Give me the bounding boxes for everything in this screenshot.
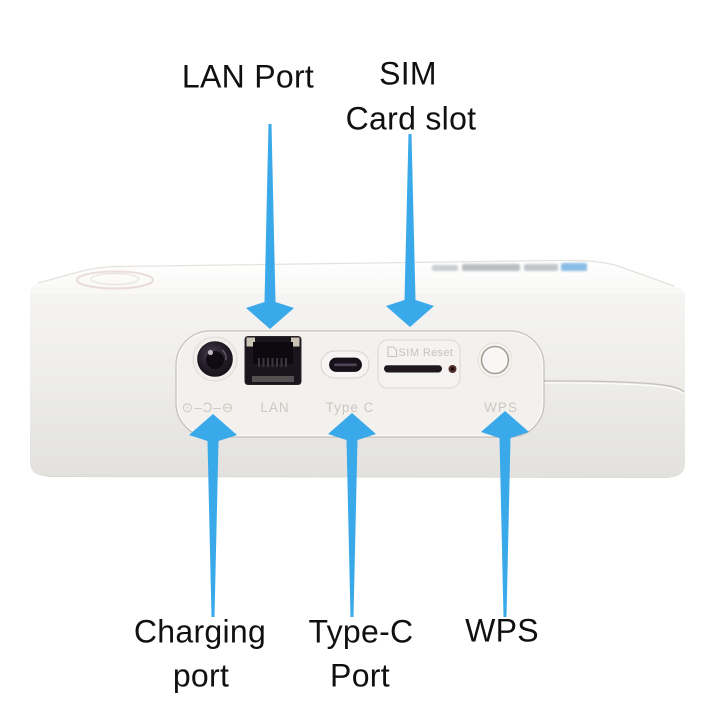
callout-arrows <box>189 124 529 617</box>
lan-engraving: LAN <box>260 400 289 415</box>
usb-type-c-port <box>320 350 370 379</box>
arrow-up-wps-icon <box>481 411 529 617</box>
rj45-lan-port <box>244 336 302 385</box>
side-seam <box>543 380 685 395</box>
brand-print <box>432 263 587 271</box>
arrow-down-sim-icon <box>386 134 434 327</box>
sim-engraving: SIM <box>398 347 419 359</box>
sim-callout-line2: Card slot <box>345 100 477 137</box>
dc-polarity-engraving: ⊙–Ɔ–⊖ <box>182 400 234 415</box>
dc-charging-jack <box>192 336 238 382</box>
wps-callout-label: WPS <box>465 612 539 649</box>
device-top-surface <box>29 259 685 300</box>
wps-button <box>477 342 513 378</box>
arrow-up-type-c-icon <box>328 413 376 617</box>
reset-engraving: Reset <box>423 347 453 359</box>
type-c-callout-line1: Type-C <box>308 613 414 650</box>
top-emblem-logo <box>76 270 154 290</box>
type-c-callout-line2: Port <box>330 657 390 694</box>
sim-card-icon <box>387 346 398 358</box>
sim-card-slot: SIM Reset <box>377 339 461 389</box>
sim-callout-line1: SIM <box>379 55 437 92</box>
wps-engraving: WPS <box>484 400 518 415</box>
charging-callout-line1: Charging <box>133 613 267 650</box>
arrow-up-charging-icon <box>189 414 237 617</box>
charging-callout-line2: port <box>172 657 230 694</box>
lan-port-callout-label: LAN Port <box>181 58 315 95</box>
reset-pinhole <box>448 365 457 373</box>
type-c-engraving: Type C <box>326 400 375 415</box>
arrow-down-lan-icon <box>246 124 294 329</box>
